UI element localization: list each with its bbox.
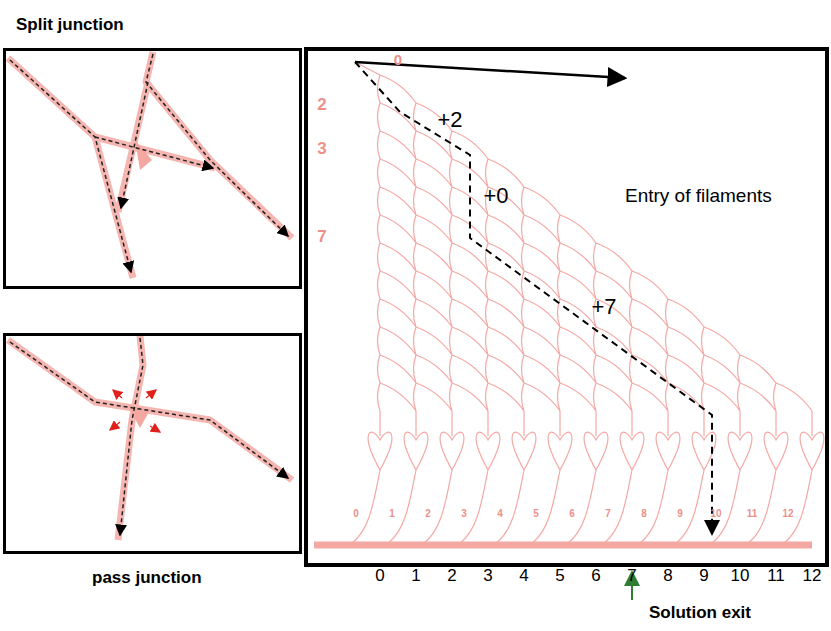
exit-number: 3 (461, 508, 467, 519)
exit-index: 9 (699, 567, 708, 586)
entry-label: Entry of filaments (625, 186, 775, 207)
step-label: +7 (591, 295, 616, 319)
panel-title: pass junction (92, 568, 202, 588)
exit-index: 10 (731, 567, 750, 586)
exit-index: 12 (803, 567, 822, 586)
exit-number: 5 (533, 508, 539, 519)
exit-number: 4 (497, 508, 503, 519)
exit-number: 0 (353, 508, 359, 519)
exit-number: 1 (389, 508, 395, 519)
exit-index: 8 (663, 567, 672, 586)
exit-number: 6 (569, 508, 575, 519)
filament-network (352, 62, 824, 543)
exit-index: 11 (767, 567, 785, 586)
exit-index: 5 (555, 567, 564, 586)
faint-number: 7 (317, 228, 326, 247)
exit-index: 1 (411, 567, 420, 586)
exit-index: 0 (375, 567, 384, 586)
exit-number: 10 (710, 508, 721, 519)
exit-index: 4 (519, 567, 528, 586)
exit-number: 11 (747, 508, 758, 519)
exit-number: 12 (782, 508, 793, 519)
exit-number: 7 (605, 508, 611, 519)
exit-index: 6 (591, 567, 600, 586)
exit-number: 2 (425, 508, 431, 519)
faint-number: 0 (394, 52, 402, 69)
exit-number: 8 (641, 508, 647, 519)
exit-number: 9 (677, 508, 683, 519)
panel-title: Split junction (16, 15, 124, 35)
faint-number: 2 (317, 96, 326, 115)
junction-panel: pass junction (3, 333, 302, 554)
junction-panel: Split junction (3, 48, 302, 289)
exit-index: 3 (483, 567, 492, 586)
exit-index: 2 (447, 567, 456, 586)
step-label: +2 (437, 108, 462, 132)
faint-number: 3 (317, 140, 326, 159)
solution-exit-label: Solution exit (649, 604, 751, 623)
step-label: +0 (483, 184, 508, 208)
exit-index: 7 (627, 567, 636, 586)
